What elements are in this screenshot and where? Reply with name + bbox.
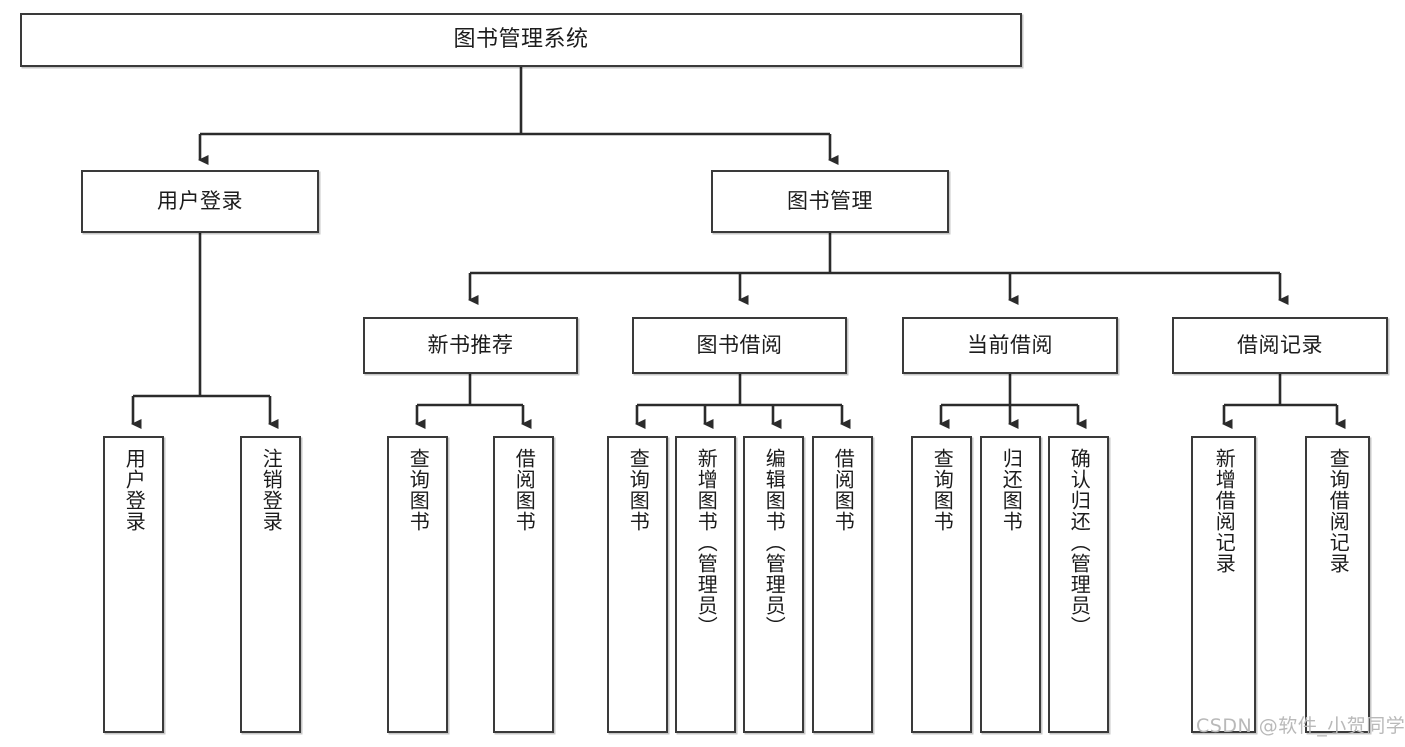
node-book-management[interactable]: 图书管理 [711,170,949,233]
node-borrow-record[interactable]: 借阅记录 [1172,317,1388,374]
node-label: 图书管理系统 [453,27,589,53]
node-label: 用户登录 [122,448,147,532]
node-label: 查询借阅记录 [1326,448,1351,574]
node-new-book-recommend[interactable]: 新书推荐 [363,317,578,374]
node-label: 注销登录 [259,448,284,532]
leaf-edit-book-admin[interactable]: 编辑图书（管理员） [743,436,804,733]
leaf-query-book-borrow[interactable]: 查询图书 [607,436,668,733]
leaf-borrow-book[interactable]: 借阅图书 [812,436,873,733]
leaf-user-login[interactable]: 用户登录 [103,436,164,733]
leaf-query-book-current[interactable]: 查询图书 [911,436,972,733]
node-label: 借阅记录 [1237,333,1323,358]
leaf-add-book-admin[interactable]: 新增图书（管理员） [675,436,736,733]
leaf-confirm-return-admin[interactable]: 确认归还（管理员） [1048,436,1109,733]
leaf-query-book-new[interactable]: 查询图书 [387,436,448,733]
node-label: 借阅图书 [831,448,856,532]
leaf-add-borrow-record[interactable]: 新增借阅记录 [1191,436,1256,733]
node-label: 当前借阅 [967,333,1053,358]
node-label: 编辑图书（管理员） [762,448,787,637]
node-label: 借阅图书 [512,448,537,532]
node-label: 新增借阅记录 [1212,448,1237,574]
node-label: 用户登录 [157,189,243,214]
node-label: 图书借阅 [696,333,783,358]
leaf-borrow-book-new[interactable]: 借阅图书 [493,436,554,733]
node-label: 图书管理 [787,189,873,214]
node-current-borrow[interactable]: 当前借阅 [902,317,1118,374]
node-label: 新增图书（管理员） [694,448,719,637]
leaf-return-book[interactable]: 归还图书 [980,436,1041,733]
leaf-logout[interactable]: 注销登录 [240,436,301,733]
leaf-query-borrow-record[interactable]: 查询借阅记录 [1305,436,1370,733]
node-label: 查询图书 [406,448,431,532]
node-label: 归还图书 [999,448,1024,532]
node-label: 新书推荐 [427,333,514,358]
node-label: 查询图书 [930,448,955,532]
node-root-system[interactable]: 图书管理系统 [20,13,1022,67]
watermark-text: CSDN @软件_小贺同学 [1196,715,1405,737]
node-book-borrow[interactable]: 图书借阅 [632,317,847,374]
node-label: 确认归还（管理员） [1067,448,1092,637]
node-label: 查询图书 [626,448,651,532]
node-user-login[interactable]: 用户登录 [81,170,319,233]
